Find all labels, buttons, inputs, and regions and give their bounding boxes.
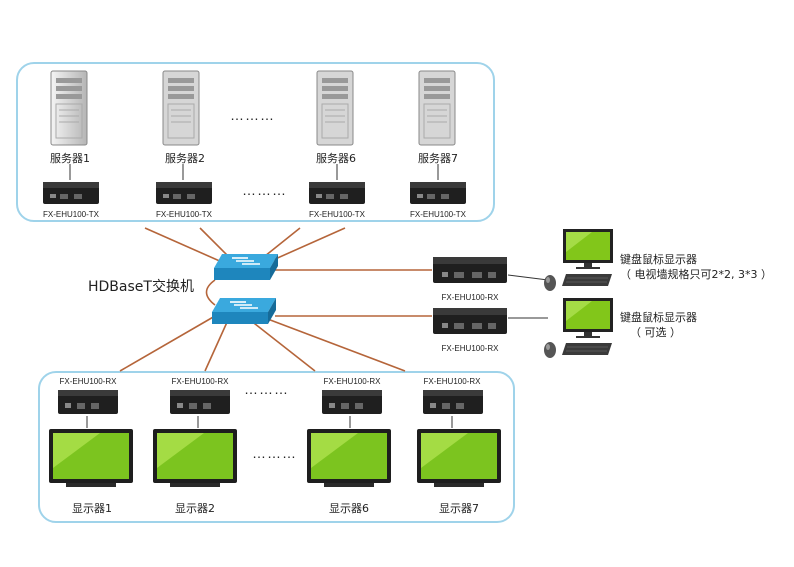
ellipsis-dots: ………	[230, 107, 275, 123]
tx-model-label: FX-EHU100-TX	[308, 210, 366, 219]
rx-model-label: FX-EHU100-RX	[59, 377, 117, 386]
switch-icon	[212, 252, 280, 284]
display-label: 显示器2	[175, 502, 215, 515]
tx-model-label: FX-EHU100-TX	[409, 210, 467, 219]
cable	[264, 317, 406, 372]
monitor-icon	[152, 428, 238, 488]
rx-model-label: FX-EHU100-RX	[423, 377, 481, 386]
tx-model-label: FX-EHU100-TX	[42, 210, 100, 219]
rx-model-label: FX-EHU100-RX	[441, 293, 499, 302]
station-title: 键盘鼠标显示器	[620, 253, 697, 266]
transmitter-box-icon	[308, 180, 366, 206]
ellipsis-dots: ………	[242, 182, 287, 198]
server-tower-icon	[50, 70, 88, 146]
keyboard-icon	[562, 342, 612, 356]
mouse-icon	[543, 341, 557, 359]
server-label: 服务器6	[316, 152, 356, 165]
monitor-icon	[48, 428, 134, 488]
transmitter-box-icon	[42, 180, 100, 206]
server-label: 服务器7	[418, 152, 458, 165]
rx-model-label: FX-EHU100-RX	[171, 377, 229, 386]
cable	[204, 319, 229, 372]
monitor-icon	[306, 428, 392, 488]
station-label: 键盘鼠标显示器 （ 可选 ）	[620, 310, 697, 340]
receiver-box-icon	[321, 388, 383, 416]
station-label: 键盘鼠标显示器 （ 电视墙规格只可2*2, 3*3 ）	[620, 252, 772, 282]
receiver-box-icon	[57, 388, 119, 416]
cable	[249, 319, 316, 372]
receiver-box-icon	[432, 306, 508, 336]
short-links	[69, 164, 549, 428]
transmitter-box-icon	[409, 180, 467, 206]
server-label: 服务器2	[165, 152, 205, 165]
receiver-box-icon	[169, 388, 231, 416]
ellipsis-dots: ………	[244, 381, 289, 397]
cable	[119, 315, 216, 372]
display-label: 显示器1	[72, 502, 112, 515]
receiver-box-icon	[422, 388, 484, 416]
ellipsis-dots: ………	[252, 445, 297, 461]
server-tower-icon	[418, 70, 456, 146]
keyboard-icon	[562, 273, 612, 287]
station-title: 键盘鼠标显示器	[620, 311, 697, 324]
rx-model-label: FX-EHU100-RX	[441, 344, 499, 353]
switch-label: HDBaseT交换机	[88, 279, 194, 295]
monitor-icon	[562, 297, 614, 339]
server-tower-icon	[162, 70, 200, 146]
display-label: 显示器6	[329, 502, 369, 515]
station-note: （ 可选 ）	[630, 326, 681, 339]
display-label: 显示器7	[439, 502, 479, 515]
mouse-icon	[543, 274, 557, 292]
server-label: 服务器1	[50, 152, 90, 165]
rx-model-label: FX-EHU100-RX	[323, 377, 381, 386]
monitor-icon	[562, 228, 614, 270]
monitor-icon	[416, 428, 502, 488]
cable	[205, 279, 216, 306]
tx-model-label: FX-EHU100-TX	[155, 210, 213, 219]
switch-icon	[210, 296, 278, 328]
station-note: （ 电视墙规格只可2*2, 3*3 ）	[620, 268, 772, 281]
receiver-box-icon	[432, 255, 508, 285]
transmitter-box-icon	[155, 180, 213, 206]
server-tower-icon	[316, 70, 354, 146]
